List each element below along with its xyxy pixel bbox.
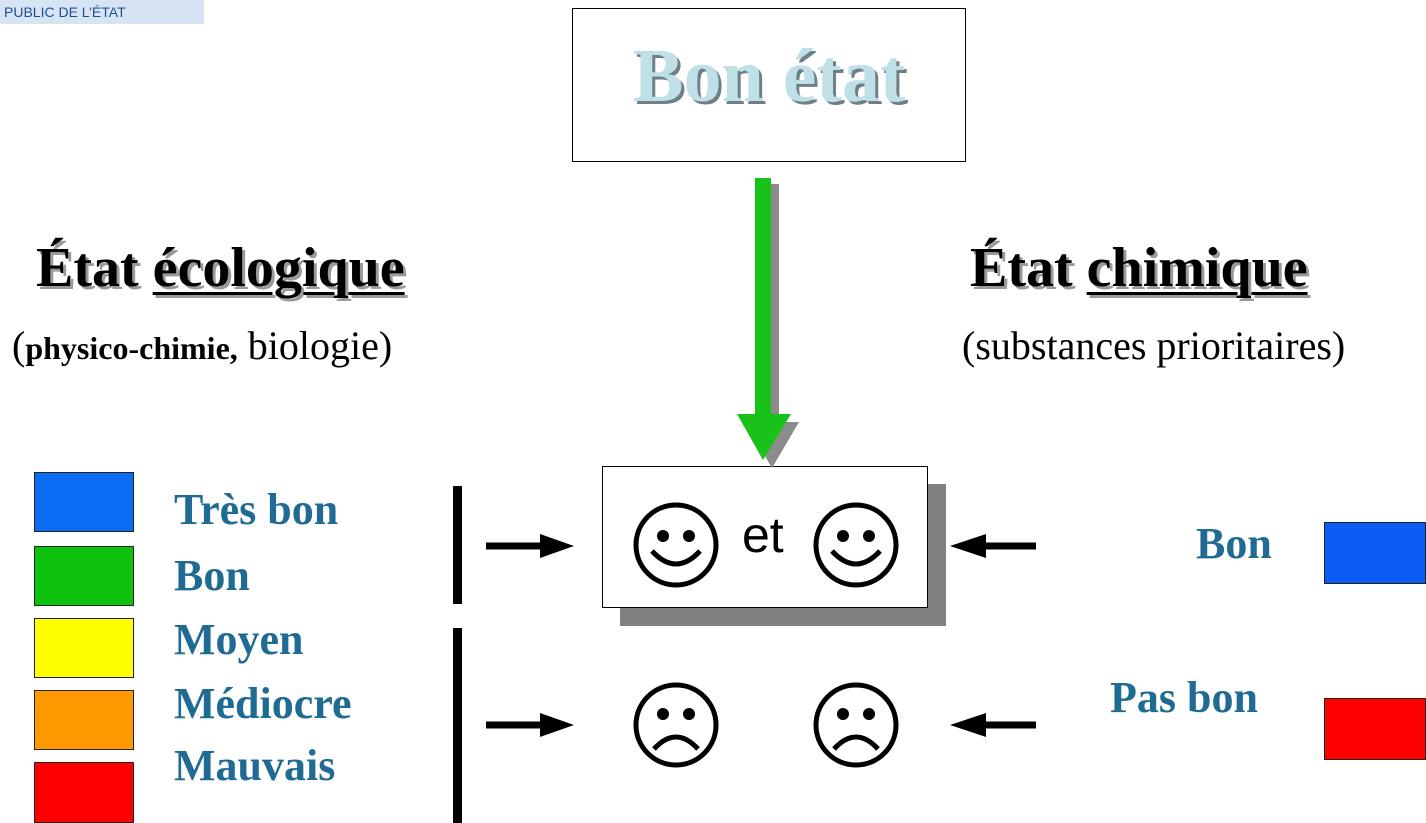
chem-label-not-good: Pas bon bbox=[1110, 673, 1258, 722]
ecological-sub-open: ( bbox=[12, 323, 26, 368]
ecological-sub-rest: biologie) bbox=[237, 323, 393, 368]
eco-swatch-poor bbox=[34, 690, 134, 750]
chemical-heading-word: chimique bbox=[1086, 237, 1308, 299]
frowning-face-icon bbox=[633, 682, 719, 768]
eco-label-moderate: Moyen bbox=[174, 615, 304, 664]
title-box: Bon état bbox=[572, 8, 966, 162]
smiley-face-icon bbox=[633, 502, 719, 588]
eco-label-good: Bon bbox=[174, 551, 250, 600]
chem-swatch-not-good bbox=[1324, 698, 1426, 760]
eco-swatch-very-good bbox=[34, 472, 134, 532]
smiley-face-icon bbox=[813, 502, 899, 588]
eco-swatch-bad bbox=[34, 762, 134, 823]
chem-label-good: Bon bbox=[1196, 519, 1272, 568]
ecological-heading: État écologique bbox=[36, 236, 405, 300]
frowning-face-icon bbox=[813, 682, 899, 768]
chemical-heading: État chimique bbox=[970, 236, 1308, 300]
ecological-sub-bold: physico-chimie, bbox=[25, 330, 238, 366]
bad-group-bar bbox=[453, 628, 462, 823]
chemical-heading-prefix: État bbox=[970, 237, 1073, 299]
ecological-heading-prefix: État bbox=[36, 237, 139, 299]
arrow-chem-good bbox=[950, 534, 1036, 558]
arrow-eco-good bbox=[486, 534, 574, 558]
header-label: PUBLIC DE L’ÉTAT bbox=[0, 0, 204, 24]
eco-label-bad: Mauvais bbox=[174, 741, 336, 790]
green-down-arrow bbox=[737, 178, 799, 468]
eco-swatch-good bbox=[34, 546, 134, 606]
ecological-subheading: (physico-chimie, biologie) bbox=[12, 322, 392, 369]
ecological-heading-word: écologique bbox=[152, 237, 405, 299]
conjunction-label: et bbox=[742, 507, 784, 563]
chemical-subheading: (substances prioritaires) bbox=[962, 323, 1346, 368]
eco-label-very-good: Très bon bbox=[174, 485, 339, 534]
eco-label-poor: Médiocre bbox=[174, 679, 352, 728]
arrow-eco-bad bbox=[486, 713, 574, 737]
arrow-chem-bad bbox=[950, 713, 1036, 737]
good-group-bar bbox=[453, 486, 462, 604]
diagram-title: Bon état bbox=[632, 34, 906, 118]
eco-swatch-moderate bbox=[34, 618, 134, 678]
